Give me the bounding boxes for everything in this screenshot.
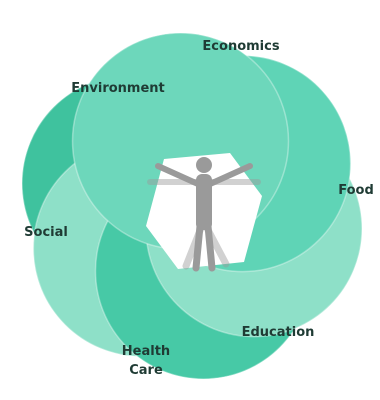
segment-label-environment: Environment	[71, 81, 165, 96]
segment-label-education: Education	[242, 325, 315, 340]
segment-label-health-care-line1: Health	[122, 344, 170, 359]
segment-label-health-care-line2: Care	[129, 363, 163, 378]
segment-label-economics: Economics	[202, 39, 279, 54]
segment-label-food: Food	[338, 183, 374, 198]
segment-label-social: Social	[24, 225, 68, 240]
vitruvian-human-figure-icon	[147, 157, 261, 272]
